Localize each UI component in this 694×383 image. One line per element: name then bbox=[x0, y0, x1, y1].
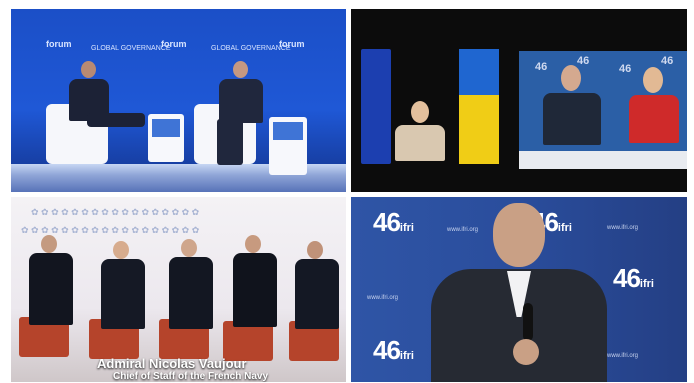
ukraine-flag bbox=[459, 49, 499, 164]
officer-head bbox=[307, 241, 323, 259]
video-panel-speaker-microphone: 46ifri 46ifri 46ifri 46ifri www.ifri.org… bbox=[351, 197, 687, 382]
backdrop-logo: forum bbox=[161, 39, 187, 49]
panelist-suit bbox=[543, 93, 601, 145]
panelist-red-jacket bbox=[629, 95, 679, 143]
speaker-legs bbox=[87, 113, 145, 127]
panel-studio-tile: 46 46 46 46 bbox=[519, 51, 687, 169]
kiosk-screen bbox=[152, 119, 180, 137]
speaker-name-caption: Admiral Nicolas Vaujour bbox=[97, 356, 247, 371]
remote-speaker-head bbox=[411, 101, 429, 123]
backdrop-caption: GLOBAL GOVERNANCE bbox=[91, 45, 171, 52]
officer-head bbox=[245, 235, 261, 253]
remote-speaker-blouse bbox=[395, 125, 445, 161]
info-kiosk bbox=[148, 114, 184, 162]
speaker-head bbox=[81, 61, 96, 78]
video-panel-video-call: 46 46 46 46 bbox=[351, 9, 687, 192]
panelist-head bbox=[561, 65, 581, 91]
backdrop-logo: forum bbox=[279, 39, 305, 49]
backdrop-pattern: ✿ ✿ ✿ ✿ ✿ ✿ ✿ ✿ ✿ ✿ ✿ ✿ ✿ ✿ ✿ ✿ ✿ ✿ bbox=[21, 225, 200, 235]
panel-desk bbox=[519, 151, 687, 169]
ifri-logo: 46ifri bbox=[613, 263, 654, 293]
officer-uniform bbox=[233, 253, 277, 327]
backdrop-logo: forum bbox=[46, 39, 72, 49]
website-text: www.ifri.org bbox=[607, 353, 639, 359]
website-text: www.ifri.org bbox=[367, 295, 399, 301]
speaker-title-caption: Chief of Staff of the French Navy bbox=[113, 371, 269, 382]
officer-uniform bbox=[295, 259, 339, 329]
eu-flag bbox=[361, 49, 391, 164]
kiosk-screen bbox=[273, 122, 303, 140]
panelist-head bbox=[643, 67, 663, 93]
backdrop-pattern: ✿ ✿ ✿ ✿ ✿ ✿ ✿ ✿ ✿ ✿ ✿ ✿ ✿ ✿ ✿ ✿ ✿ bbox=[31, 207, 200, 217]
speaker-legs bbox=[217, 119, 243, 165]
backdrop-caption: GLOBAL GOVERNANCE bbox=[211, 45, 291, 52]
officer-head bbox=[113, 241, 129, 259]
website-text: www.ifri.org bbox=[447, 227, 479, 233]
officer-head bbox=[41, 235, 57, 253]
red-chair bbox=[223, 321, 273, 361]
officer-uniform bbox=[169, 257, 213, 329]
speaker-suit bbox=[219, 79, 263, 123]
officer-head bbox=[181, 239, 197, 257]
website-text: www.ifri.org bbox=[607, 225, 639, 231]
info-kiosk bbox=[269, 117, 307, 175]
speaker-hand bbox=[513, 339, 539, 365]
microphone bbox=[523, 303, 533, 341]
officer-uniform bbox=[101, 259, 145, 329]
ifri-logo: 46ifri bbox=[373, 335, 414, 365]
officer-uniform bbox=[29, 253, 73, 325]
video-panel-stage-discussion: forum GLOBAL GOVERNANCE forum GLOBAL GOV… bbox=[11, 9, 346, 192]
speaker-head bbox=[493, 203, 545, 267]
ifri-logo: 46ifri bbox=[373, 207, 414, 237]
speaker-head bbox=[233, 61, 248, 78]
video-panel-naval-officers: ✿ ✿ ✿ ✿ ✿ ✿ ✿ ✿ ✿ ✿ ✿ ✿ ✿ ✿ ✿ ✿ ✿ ✿ ✿ ✿ … bbox=[11, 197, 346, 382]
